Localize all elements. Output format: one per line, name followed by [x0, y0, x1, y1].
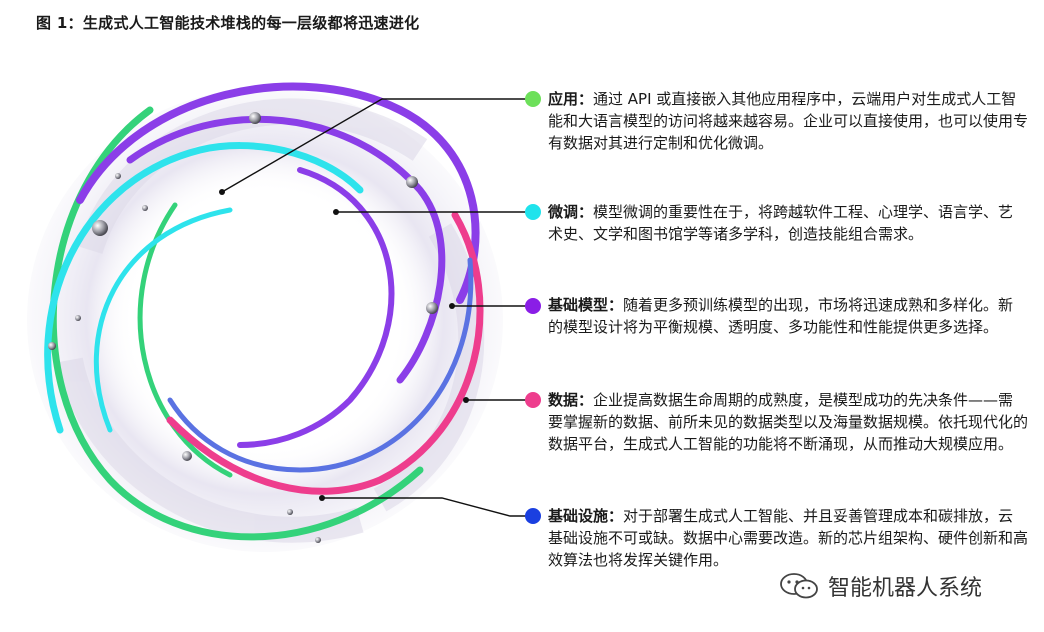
leader-line-app	[221, 98, 528, 193]
callout-text: 模型微调的重要性在于，将跨越软件工程、心理学、语言学、艺术史、文学和图书馆学等诸…	[548, 203, 1014, 243]
layer-dot-app	[525, 91, 541, 107]
callout-text: 企业提高数据生命周期的成熟度，是模型成功的先决条件——需要掌握新的数据、前所未见…	[548, 391, 1029, 453]
purple-band	[76, 82, 480, 304]
wechat-icon	[780, 573, 818, 599]
callout-text: 对于部署生成式人工智能、并且妥善管理成本和碳排放，云基础设施不可或缺。数据中心需…	[548, 507, 1029, 569]
callout-app: 应用：通过 API 或直接嵌入其他应用程序中，云端用户对生成式人工智能和大语言模…	[548, 90, 1029, 152]
layer-dot-data	[525, 392, 541, 408]
cyan-band	[44, 142, 364, 434]
callout-infra: 基础设施：对于部署生成式人工智能、并且妥善管理成本和碳排放，云基础设施不可或缺。…	[548, 507, 1029, 569]
purple-band-3	[237, 167, 395, 448]
callout-label: 应用	[548, 90, 579, 108]
cyan-band-inner	[93, 207, 233, 433]
blue-band	[167, 257, 474, 473]
leader-line-infra	[322, 497, 528, 517]
callout-data: 数据：企业提高数据生命周期的成熟度，是模型成功的先决条件——需要掌握新的数据、前…	[548, 391, 1029, 453]
callout-text: 随着更多预训练模型的出现，市场将迅速成熟和多样化。新的模型设计将为平衡规模、透明…	[548, 296, 1014, 336]
callout-label: 基础模型	[548, 296, 609, 314]
callout-label: 微调	[548, 203, 579, 221]
beads	[48, 112, 438, 543]
callout-text: 通过 API 或直接嵌入其他应用程序中，云端用户对生成式人工智能和大语言模型的访…	[548, 90, 1029, 152]
layer-dot-finetune	[525, 204, 541, 220]
callout-label: 基础设施	[548, 507, 609, 525]
figure-title: 图 1：生成式人工智能技术堆栈的每一层级都将迅速进化	[36, 14, 420, 32]
layer-dot-infra	[525, 508, 541, 524]
watermark: 智能机器人系统	[778, 570, 982, 602]
watermark-text: 智能机器人系统	[828, 576, 983, 601]
layer-dot-model	[525, 298, 541, 314]
callout-model: 基础模型：随着更多预训练模型的出现，市场将迅速成熟和多样化。新的模型设计将为平衡…	[548, 296, 1014, 336]
green-band	[49, 106, 424, 541]
pink-band	[166, 211, 484, 495]
callout-label: 数据	[548, 391, 579, 409]
callout-finetune: 微调：模型微调的重要性在于，将跨越软件工程、心理学、语言学、艺术史、文学和图书馆…	[548, 203, 1014, 243]
